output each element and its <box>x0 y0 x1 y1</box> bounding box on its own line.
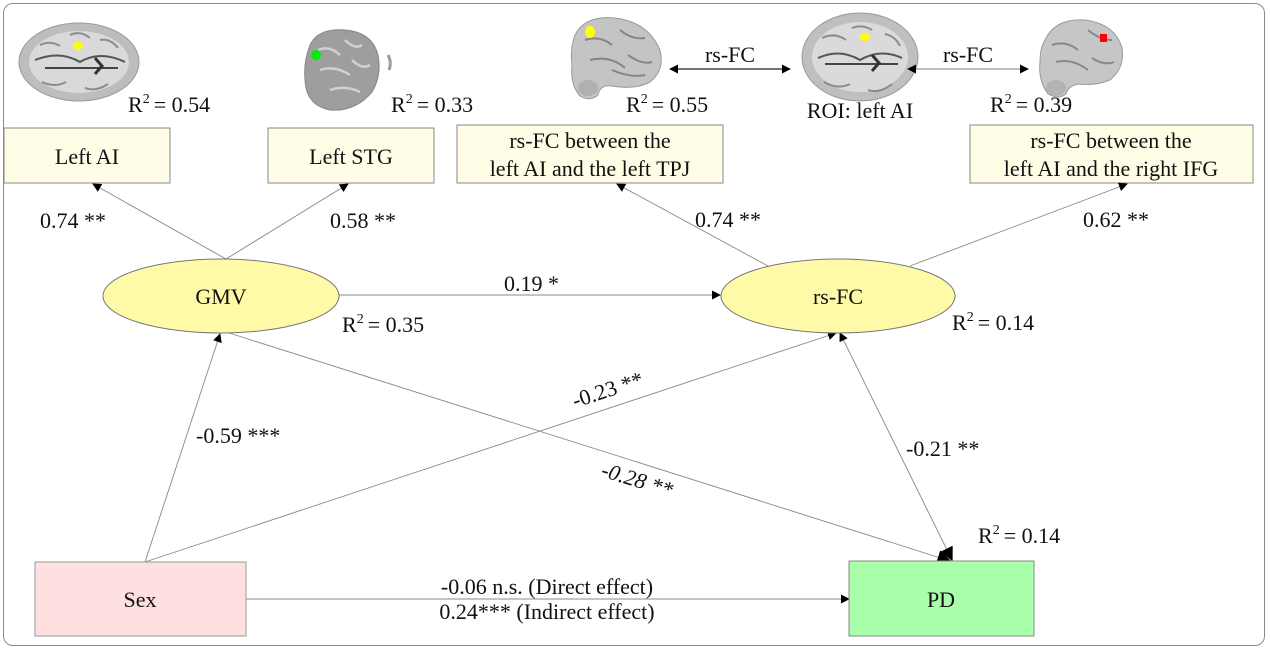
path-rsfc-to-pd <box>839 332 953 562</box>
r2-rsfc: R2= 0.14 <box>952 310 1034 335</box>
r2-pd: R2= 0.14 <box>978 523 1060 548</box>
brain-sagittal-left-stg-icon <box>304 29 392 111</box>
coef-gmv-rsfc: 0.19 * <box>504 271 559 296</box>
latent-label: rs-FC <box>813 284 863 309</box>
roi-highlight-yellow <box>860 33 870 41</box>
brain-sagittal-left-tpj-icon <box>570 17 662 100</box>
roi-highlight-red <box>1100 34 1107 42</box>
latent-label: GMV <box>195 284 246 309</box>
indicator-box-rsfc-ifg: rs-FC between the left AI and the right … <box>969 124 1254 184</box>
indicator-box-left-ai: Left AI <box>3 127 171 184</box>
path-gmv-to-left-stg <box>225 183 349 260</box>
coef-sex-pd-direct: -0.06 n.s. (Direct effect) <box>441 574 653 599</box>
r2-rsfc-ifg: R2= 0.39 <box>990 92 1072 117</box>
path-gmv-to-left-ai <box>92 183 227 260</box>
figure-frame <box>3 3 1265 646</box>
indicator-label-line1: rs-FC between the <box>509 128 670 153</box>
coef-gmv-pd: -0.28 ** <box>599 457 676 502</box>
coef-rsfc-ifg: 0.62 ** <box>1083 207 1149 232</box>
coef-sex-rsfc: -0.23 ** <box>569 366 646 412</box>
observed-label: Sex <box>124 587 157 612</box>
observed-box-sex: Sex <box>34 561 247 637</box>
brain-axial-left-ai-icon <box>18 22 140 102</box>
r2-rsfc-tpj: R2= 0.55 <box>626 92 708 117</box>
indicator-label-line2: left AI and the left TPJ <box>490 156 691 181</box>
rsfc-arrow-label-right: rs-FC <box>943 42 993 67</box>
path-rsfc-to-ifg <box>909 182 1128 267</box>
indicator-label-line2: left AI and the right IFG <box>1004 156 1219 181</box>
r2-left-ai: R2= 0.54 <box>128 92 210 117</box>
path-gmv-to-pd <box>225 331 952 564</box>
roi-highlight-green <box>311 50 321 60</box>
roi-highlight-yellow <box>73 42 83 50</box>
coef-gmv-left-ai: 0.74 ** <box>40 208 106 233</box>
r2-left-stg: R2= 0.33 <box>391 92 473 117</box>
brain-axial-roi-left-ai-icon <box>801 12 919 102</box>
indicator-box-left-stg: Left STG <box>267 127 435 184</box>
path-rsfc-to-tpj <box>616 183 769 267</box>
coef-sex-pd-indirect: 0.24*** (Indirect effect) <box>439 599 654 624</box>
observed-label: PD <box>927 587 955 612</box>
r2-gmv: R2= 0.35 <box>342 312 424 337</box>
observed-box-pd: PD <box>848 560 1035 637</box>
latent-rsfc: rs-FC <box>720 258 956 334</box>
coef-rsfc-tpj: 0.74 ** <box>695 207 761 232</box>
roi-caption: ROI: left AI <box>807 98 913 123</box>
coef-rsfc-pd: -0.21 ** <box>906 436 979 461</box>
roi-highlight-yellow <box>585 26 595 38</box>
indicator-box-rsfc-tpj: rs-FC between the left AI and the left T… <box>456 124 724 184</box>
indicator-label: Left STG <box>309 144 393 169</box>
rsfc-arrow-label-left: rs-FC <box>705 42 755 67</box>
brain-sagittal-right-ifg-icon <box>1039 19 1123 98</box>
coef-sex-gmv: -0.59 *** <box>196 423 280 448</box>
coef-gmv-left-stg: 0.58 ** <box>330 208 396 233</box>
indicator-label: Left AI <box>55 144 119 169</box>
latent-gmv: GMV <box>102 258 340 334</box>
path-sex-to-gmv <box>144 333 222 563</box>
path-sex-to-rsfc <box>144 331 837 563</box>
indicator-label-line1: rs-FC between the <box>1030 128 1191 153</box>
